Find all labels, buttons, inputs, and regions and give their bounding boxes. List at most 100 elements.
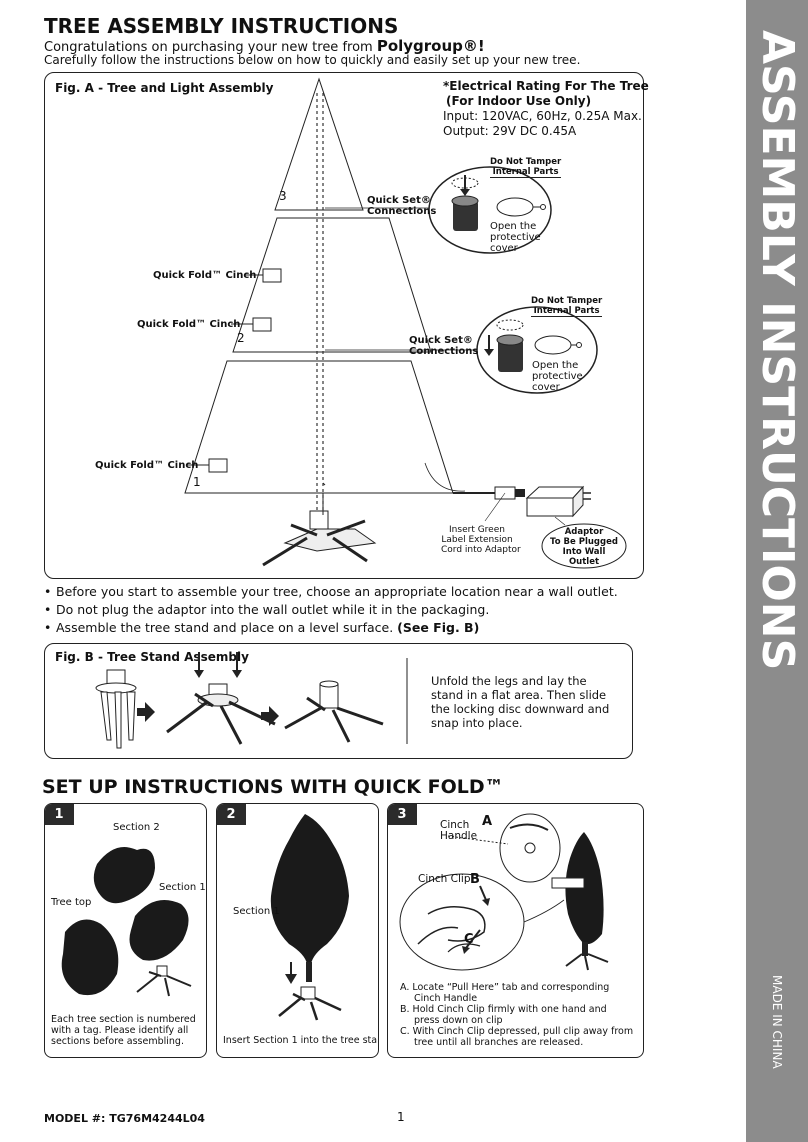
open-cover-1-line-2: protective — [490, 232, 541, 243]
connector-plug-2 — [498, 340, 523, 372]
fig-b-text-line-4: snap into place. — [431, 716, 523, 730]
step-1-illustration — [61, 847, 192, 997]
tree-section-1-shape — [184, 360, 454, 494]
letter-c: C — [464, 932, 474, 947]
quick-set-label-1b: Connections — [367, 206, 437, 217]
fig-b-text-line-1: Unfold the legs and lay the — [431, 674, 587, 688]
step-2-section-1-label: Section 1 — [233, 906, 280, 917]
quick-fold-cinch-label-1: Quick Fold™ Cinch — [153, 270, 257, 281]
made-in-label: MADE IN CHINA — [770, 975, 784, 1069]
step-2-panel: 2 Section 1 Insert Section 1 into the tr… — [216, 803, 379, 1058]
bullet-1: •Before you start to assemble your tree,… — [44, 584, 618, 599]
fig-b-title: Fig. B - Tree Stand Assembly — [55, 650, 249, 664]
electrical-title: *Electrical Rating For The Tree — [443, 79, 649, 93]
fig-a-title: Fig. A - Tree and Light Assembly — [55, 81, 274, 95]
step-1-number: 1 — [45, 804, 74, 825]
bullet-1-text: Before you start to assemble your tree, … — [56, 584, 618, 599]
step-3-line-b2: press down on clip — [414, 1015, 503, 1026]
step-3-line-c1: C. With Cinch Clip depressed, pull clip … — [400, 1026, 634, 1037]
adaptor-shape — [526, 497, 574, 517]
fig-b-text-line-2: stand in a flat area. Then slide — [431, 688, 607, 702]
quick-set-label-1a: Quick Set® — [367, 195, 431, 206]
section-3-label: 3 — [279, 189, 287, 203]
setup-title: SET UP INSTRUCTIONS WITH QUICK FOLD™ — [42, 776, 504, 798]
do-not-tamper-2-line-1: Do Not Tamper — [531, 296, 603, 306]
adaptor-line-4: Outlet — [568, 557, 600, 567]
insert-green-line-2: Label Extension — [441, 535, 513, 545]
intro-line-2: Carefully follow the instructions below … — [44, 53, 581, 67]
step-1-note: Each tree section is numbered with a tag… — [51, 1014, 196, 1047]
brand-name: Polygroup®! — [376, 37, 485, 55]
open-cover-2-line-1: Open the — [532, 360, 579, 371]
insert-green-line-3: Cord into Adaptor — [441, 545, 521, 555]
bullet-3-bold: (See Fig. B) — [397, 620, 480, 635]
step-1-panel: 1 Section 2 Section 1 Tree top Each tree… — [44, 803, 207, 1058]
section-2-label: 2 — [237, 331, 245, 345]
cinch-clip-label: Cinch Clip — [418, 873, 471, 885]
step-3-illustration — [399, 813, 609, 971]
stand-hub — [309, 510, 329, 530]
bullet-3: •Assemble the tree stand and place on a … — [44, 620, 480, 635]
bullet-3-text: Assemble the tree stand and place on a l… — [56, 620, 394, 635]
stand-base — [283, 528, 377, 552]
setup-notes: •Before you start to assemble your tree,… — [44, 583, 618, 637]
bullet-2: •Do not plug the adaptor into the wall o… — [44, 602, 490, 617]
cinch-handle-line-1: Cinch — [440, 819, 470, 831]
step-3-number: 3 — [388, 804, 417, 825]
cinch-handle-line-2: Handle — [440, 830, 478, 842]
connection-detail-1 — [428, 166, 552, 254]
electrical-output: Output: 29V DC 0.45A — [443, 124, 577, 138]
open-cover-1-line-3: cover — [490, 243, 518, 254]
sidebar: ASSEMBLY INSTRUCTIONS MADE IN CHINA — [746, 0, 808, 1142]
do-not-tamper-1-line-1: Do Not Tamper — [490, 157, 562, 167]
step-2-number: 2 — [217, 804, 246, 825]
step-1-note-line-3: sections before assembling. — [51, 1036, 184, 1047]
page-number: 1 — [397, 1110, 405, 1124]
fig-b-text-line-3: the locking disc downward and — [431, 702, 610, 716]
bullet-2-text: Do not plug the adaptor into the wall ou… — [56, 602, 490, 617]
page-title: TREE ASSEMBLY INSTRUCTIONS — [44, 14, 399, 38]
fig-b-panel: Fig. B - Tree Stand Assembly Unfold the … — [44, 643, 633, 759]
insert-green-line-1: Insert Green — [449, 525, 505, 535]
step-3-instructions: A. Locate “Pull Here” tab and correspond… — [400, 982, 633, 1048]
do-not-tamper-2-line-2: Internal Parts — [531, 306, 603, 317]
step-1-note-line-1: Each tree section is numbered — [51, 1014, 196, 1025]
step-3-line-c2: tree until all branches are released. — [414, 1037, 584, 1048]
intro-prefix: Congratulations on purchasing your new t… — [44, 40, 377, 55]
fig-b-text: Unfold the legs and lay the stand in a f… — [431, 674, 609, 730]
sidebar-title: ASSEMBLY INSTRUCTIONS — [752, 30, 803, 671]
tree-diagram — [184, 77, 627, 569]
quick-fold-cinch-label-2: Quick Fold™ Cinch — [137, 319, 241, 330]
step-2-note: Insert Section 1 into the tree stand. — [223, 1035, 379, 1046]
step-3-line-b1: B. Hold Cinch Clip firmly with one hand … — [400, 1004, 607, 1015]
model-number: MODEL #: TG76M4244L04 — [44, 1112, 205, 1125]
adaptor-line-3: Into Wall — [562, 547, 606, 557]
quick-fold-cinch-label-3: Quick Fold™ Cinch — [95, 460, 199, 471]
letter-b: B — [470, 872, 480, 887]
step-1-section-2-label: Section 2 — [113, 822, 160, 833]
adaptor-line-2: To Be Plugged — [550, 537, 618, 547]
step-2-illustration — [270, 814, 349, 1021]
fig-a-panel: Fig. A - Tree and Light Assembly *Electr… — [44, 72, 649, 579]
adaptor-line-1: Adaptor — [564, 527, 604, 537]
letter-a: A — [482, 814, 493, 829]
tree-section-2-shape — [232, 217, 432, 353]
intro-line-1: Congratulations on purchasing your new t… — [44, 37, 485, 55]
step-1-section-1-label: Section 1 — [159, 882, 206, 893]
step-1-note-line-2: with a tag. Please identify all — [51, 1025, 189, 1036]
electrical-subtitle: (For Indoor Use Only) — [446, 94, 592, 108]
do-not-tamper-1-line-2: Internal Parts — [490, 167, 562, 178]
section-1-label: 1 — [193, 475, 201, 489]
step-1-tree-top-label: Tree top — [51, 897, 92, 908]
connector-plug-1 — [453, 201, 478, 231]
adaptor-note-bubble — [541, 523, 627, 569]
open-cover-2-line-3: cover — [532, 382, 560, 393]
